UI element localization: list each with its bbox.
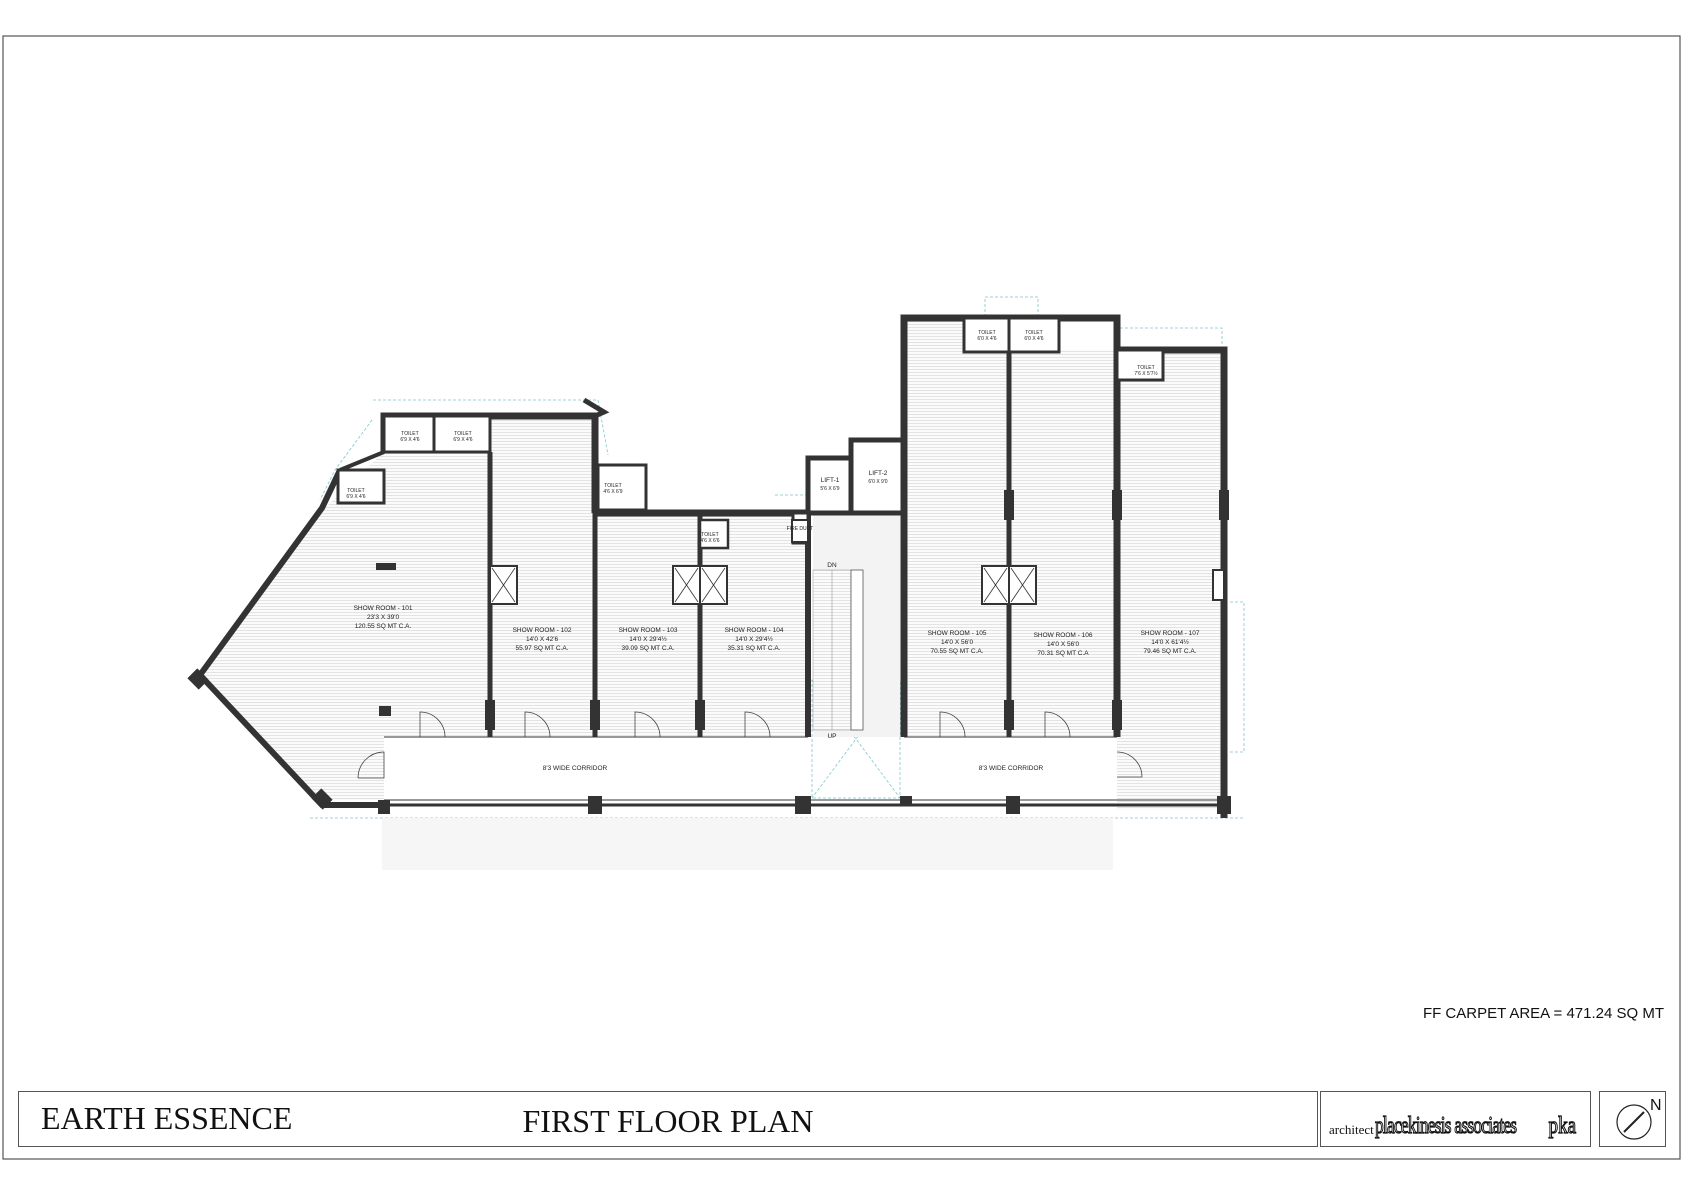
- showroom-101-name: SHOW ROOM - 101: [354, 605, 413, 612]
- showroom-labels: SHOW ROOM - 101 23'3 X 39'0 120.55 SQ MT…: [354, 605, 1200, 657]
- showroom-101-area: 120.55 SQ MT C.A.: [355, 623, 412, 630]
- north-label: N: [1650, 1097, 1662, 1114]
- architect-label: architect: [1329, 1122, 1374, 1137]
- lift-1-name: LIFT-1: [821, 477, 840, 484]
- toilet-6-name: TOILET: [978, 330, 995, 336]
- showroom-102-name: SHOW ROOM - 102: [513, 627, 572, 634]
- columns: [187, 490, 1231, 814]
- showroom-104-size: 14'0 X 29'4½: [735, 635, 773, 643]
- showroom-101-size: 23'3 X 39'0: [367, 614, 400, 621]
- toilet-7-name: TOILET: [1025, 330, 1042, 336]
- showroom-107-area: 79.46 SQ MT C.A.: [1144, 648, 1197, 655]
- fire-duct-box: [791, 519, 809, 543]
- shafts: [489, 565, 1225, 605]
- fire-duct-label: FIRE DUCT: [787, 526, 814, 532]
- toilet-2-name: TOILET: [454, 431, 471, 437]
- stair-down-label: DN: [827, 562, 837, 569]
- toilet-4-name: TOILET: [604, 483, 621, 489]
- showroom-107-size: 14'0 X 61'4½: [1151, 638, 1189, 646]
- carpet-area-note: FF CARPET AREA = 471.24 SQ MT: [1422, 1005, 1664, 1022]
- corridor-left-label: 8'3 WIDE CORRIDOR: [543, 765, 608, 772]
- toilet-1-name: TOILET: [401, 431, 418, 437]
- architect-name: placekinesis associates: [1375, 1112, 1518, 1139]
- stair-up-label: UP: [827, 733, 836, 740]
- toilet-8-name: TOILET: [1137, 365, 1154, 371]
- toilet-5-size: 4'6 X 6'6: [700, 538, 719, 544]
- toilet-labels: TOILET 6'9 X 4'6 TOILET 6'9 X 4'6 TOILET…: [346, 330, 1158, 544]
- stair-core: [812, 513, 900, 737]
- drawing-title: FIRST FLOOR PLAN: [522, 1103, 814, 1139]
- toilet-7-size: 6'0 X 4'6: [1024, 336, 1043, 342]
- toilet-3-name: TOILET: [347, 488, 364, 494]
- showroom-103-area: 39.09 SQ MT C.A.: [622, 645, 675, 652]
- showroom-105-area: 70.55 SQ MT C.A.: [931, 648, 984, 655]
- showroom-106-size: 14'0 X 56'0: [1047, 641, 1080, 648]
- toilet-4-size: 4'6 X 6'9: [603, 489, 622, 495]
- lift-2-size: 6'0 X 9'0: [868, 479, 887, 485]
- corridor-right-floor: [904, 737, 1117, 800]
- lift-1-size: 5'6 X 6'9: [820, 486, 839, 492]
- toilet-5-name: TOILET: [701, 532, 718, 538]
- showroom-105-size: 14'0 X 56'0: [941, 639, 974, 646]
- corridor-right-label: 8'3 WIDE CORRIDOR: [979, 765, 1044, 772]
- showroom-103-name: SHOW ROOM - 103: [619, 627, 678, 634]
- showroom-102-size: 14'0 X 42'6: [526, 636, 559, 643]
- showroom-107-name: SHOW ROOM - 107: [1141, 630, 1200, 637]
- showroom-102-area: 55.97 SQ MT C.A.: [516, 645, 569, 652]
- lift-2-name: LIFT-2: [869, 470, 888, 477]
- walls: [197, 314, 1228, 818]
- toilet-2-size: 6'9 X 4'6: [453, 437, 472, 443]
- toilet-8-size: 7'6 X 5'7½: [1134, 370, 1158, 377]
- showroom-105-name: SHOW ROOM - 105: [928, 630, 987, 637]
- project-name: EARTH ESSENCE: [41, 1100, 293, 1136]
- toilet-6-size: 6'0 X 4'6: [977, 336, 996, 342]
- doors: [357, 711, 1143, 779]
- showroom-106-area: 70.31 SQ MT C.A: [1037, 650, 1089, 657]
- architect-block: architect placekinesis associates pka: [1320, 1091, 1591, 1147]
- showroom-104-name: SHOW ROOM - 104: [725, 627, 784, 634]
- title-block: EARTH ESSENCE FIRST FLOOR PLAN: [18, 1091, 1318, 1147]
- balcony-strip: [382, 818, 1113, 870]
- north-arrow-icon: N: [1616, 1097, 1662, 1140]
- corridor-left-floor: [384, 737, 808, 800]
- architect-logo: pka: [1548, 1112, 1577, 1139]
- toilet-3-size: 6'9 X 4'6: [346, 494, 365, 500]
- showroom-104-area: 35.31 SQ MT C.A.: [728, 645, 781, 652]
- sheet-border: [2, 35, 1681, 1160]
- showroom-106-name: SHOW ROOM - 106: [1034, 632, 1093, 639]
- showroom-103-size: 14'0 X 29'4½: [629, 635, 667, 643]
- north-block: N: [1599, 1091, 1666, 1147]
- toilet-1-size: 6'9 X 4'6: [400, 437, 419, 443]
